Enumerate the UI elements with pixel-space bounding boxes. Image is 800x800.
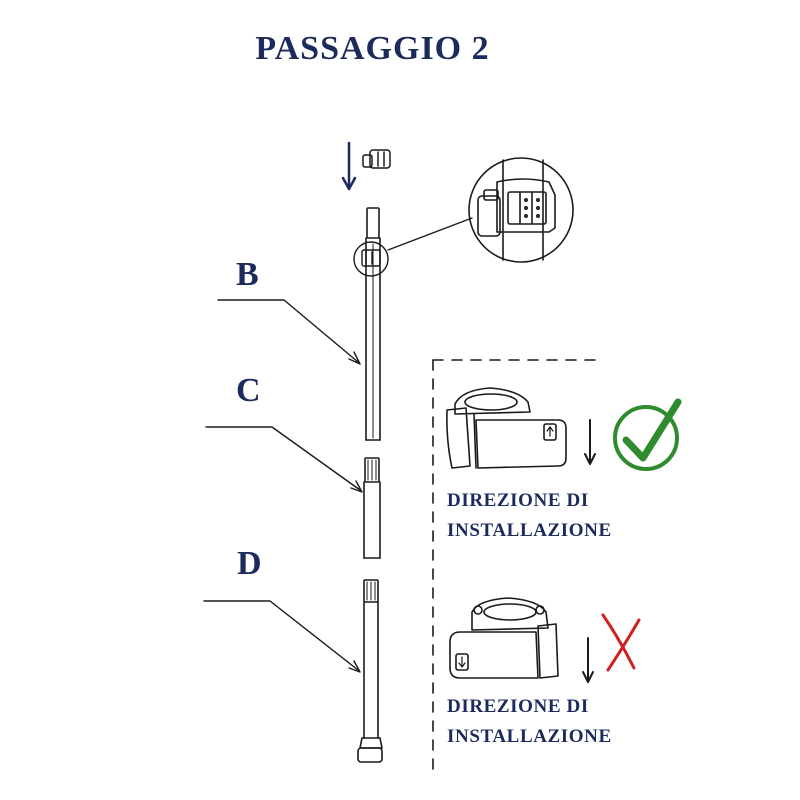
page-title: PASSAGGIO 2 [255, 30, 490, 67]
caption-wrong-line2: INSTALLAZIONE [447, 726, 612, 747]
caption-correct-line2: INSTALLAZIONE [447, 520, 612, 541]
part-label-c: C [236, 372, 261, 409]
tube-c [363, 457, 381, 559]
leader-line-d [203, 600, 361, 673]
leader-line-b [217, 299, 361, 365]
caption-wrong-line1: DIREZIONE DI [447, 696, 589, 717]
clip-wrong-orientation [449, 597, 559, 679]
dashed-separator [432, 359, 601, 779]
detail-marker-circle [353, 217, 473, 277]
caption-wrong-direction: DIREZIONE DI INSTALLAZIONE [447, 692, 612, 752]
tube-d [357, 579, 383, 763]
insert-down-arrow-icon [341, 141, 357, 191]
part-label-b: B [236, 256, 259, 293]
down-arrow-icon-correct [584, 419, 596, 465]
checkmark-circle-icon [613, 398, 682, 471]
detail-zoom-circle [468, 157, 574, 263]
clip-small-icon [362, 149, 391, 169]
caption-correct-direction: DIREZIONE DI INSTALLAZIONE [447, 486, 612, 546]
caption-correct-line1: DIREZIONE DI [447, 490, 589, 511]
leader-line-c [205, 426, 363, 493]
part-label-d: D [237, 545, 262, 582]
down-arrow-icon-wrong [582, 637, 594, 683]
clip-correct-orientation [446, 387, 567, 469]
cross-icon [601, 613, 641, 672]
